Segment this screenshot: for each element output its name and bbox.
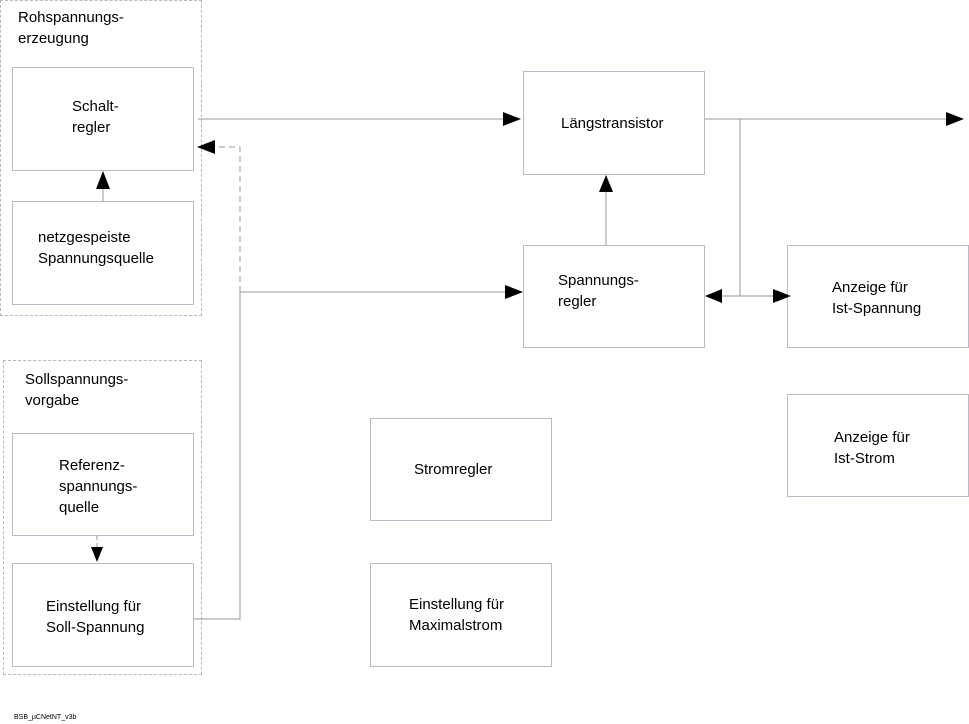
group-sollspannungsvorgabe	[3, 360, 202, 675]
arrow-spannungsregler-to-laengstransistor	[599, 175, 613, 192]
arrow-output	[946, 112, 964, 126]
label-stromregler: Stromregler	[414, 461, 493, 478]
group-rohspannungserzeugung	[0, 0, 202, 316]
block-referenzspannungsquelle	[12, 433, 194, 536]
label-schaltregler: Schalt- regler	[72, 98, 119, 136]
block-einstellung-maximalstrom	[370, 563, 552, 667]
arrow-dashed-to-schaltregler	[197, 140, 215, 154]
block-einstellung-soll-spannung	[12, 563, 194, 667]
block-schaltregler	[12, 67, 194, 171]
label-netzgespeiste-spannungsquelle: netzgespeiste Spannungsquelle	[38, 229, 154, 267]
group-title-sollspannungsvorgabe: Sollspannungs- vorgabe	[25, 371, 129, 409]
arrow-referenz-to-einstellung	[91, 547, 103, 562]
block-anzeige-ist-strom	[787, 394, 969, 497]
block-anzeige-ist-spannung	[787, 245, 969, 348]
arrow-netz-to-schaltregler	[96, 171, 110, 189]
footer-document-id: BSB_µCNetNT_v3b	[14, 714, 77, 721]
arrow-to-laengstransistor	[503, 112, 521, 126]
label-spannungsregler: Spannungs- regler	[558, 272, 639, 310]
label-anzeige-ist-strom: Anzeige für Ist-Strom	[834, 429, 910, 467]
arrow-soll-to-spannungsregler	[505, 285, 523, 299]
arrow-to-anzeige-spannung	[773, 289, 791, 303]
label-laengstransistor: Längstransistor	[561, 115, 664, 132]
block-laengstransistor	[523, 71, 705, 175]
arrow-to-spannungsregler	[705, 289, 722, 303]
block-netzgespeiste-spannungsquelle	[12, 201, 194, 305]
label-anzeige-ist-spannung: Anzeige für Ist-Spannung	[832, 279, 922, 317]
wire-dashed-to-schaltregler	[214, 146, 241, 292]
wire-soll-to-spannungsregler	[194, 291, 505, 620]
group-title-rohspannungserzeugung: Rohspannungs- erzeugung	[18, 9, 124, 47]
label-einstellung-soll-spannung: Einstellung für Soll-Spannung	[46, 598, 145, 636]
label-referenzspannungsquelle: Referenz- spannungs- quelle	[59, 457, 138, 516]
block-spannungsregler	[523, 245, 705, 348]
block-stromregler	[370, 418, 552, 521]
label-einstellung-maximalstrom: Einstellung für Maximalstrom	[409, 596, 505, 634]
